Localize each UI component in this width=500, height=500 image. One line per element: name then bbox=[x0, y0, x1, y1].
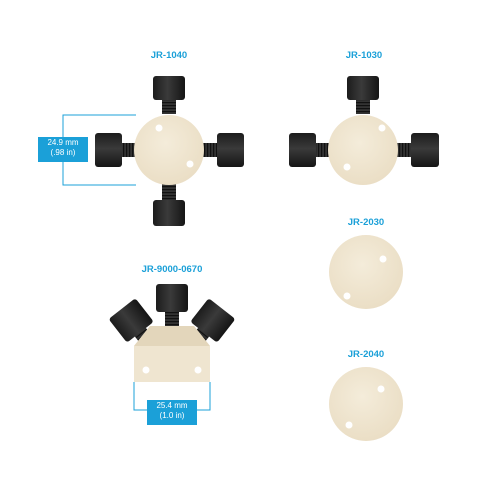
jr1040-label: JR-1040 bbox=[150, 50, 188, 61]
jr1030-label: JR-1030 bbox=[345, 50, 383, 61]
jr2030-disk bbox=[329, 235, 403, 309]
jr9000-dimension-mm: 25.4 mm bbox=[156, 401, 188, 410]
jr9000-assembly bbox=[109, 284, 235, 411]
jr1040-assembly bbox=[62, 76, 244, 226]
jr2040-disk bbox=[329, 367, 403, 441]
jr2030-label: JR-2030 bbox=[347, 217, 385, 228]
jr9000-dimension-box: 25.4 mm (1.0 in) bbox=[147, 400, 197, 425]
jr2040-label: JR-2040 bbox=[347, 349, 385, 360]
jr1040-dimension-box: 24.9 mm (.98 in) bbox=[38, 137, 88, 162]
jr1040-dimension-mm: 24.9 mm bbox=[47, 138, 79, 147]
jr9000-dimension-in: (1.0 in) bbox=[159, 411, 185, 420]
jr9000-label: JR-9000-0670 bbox=[141, 264, 203, 275]
jr1030-assembly bbox=[289, 76, 439, 185]
jr1040-dimension-in: (.98 in) bbox=[50, 148, 76, 157]
